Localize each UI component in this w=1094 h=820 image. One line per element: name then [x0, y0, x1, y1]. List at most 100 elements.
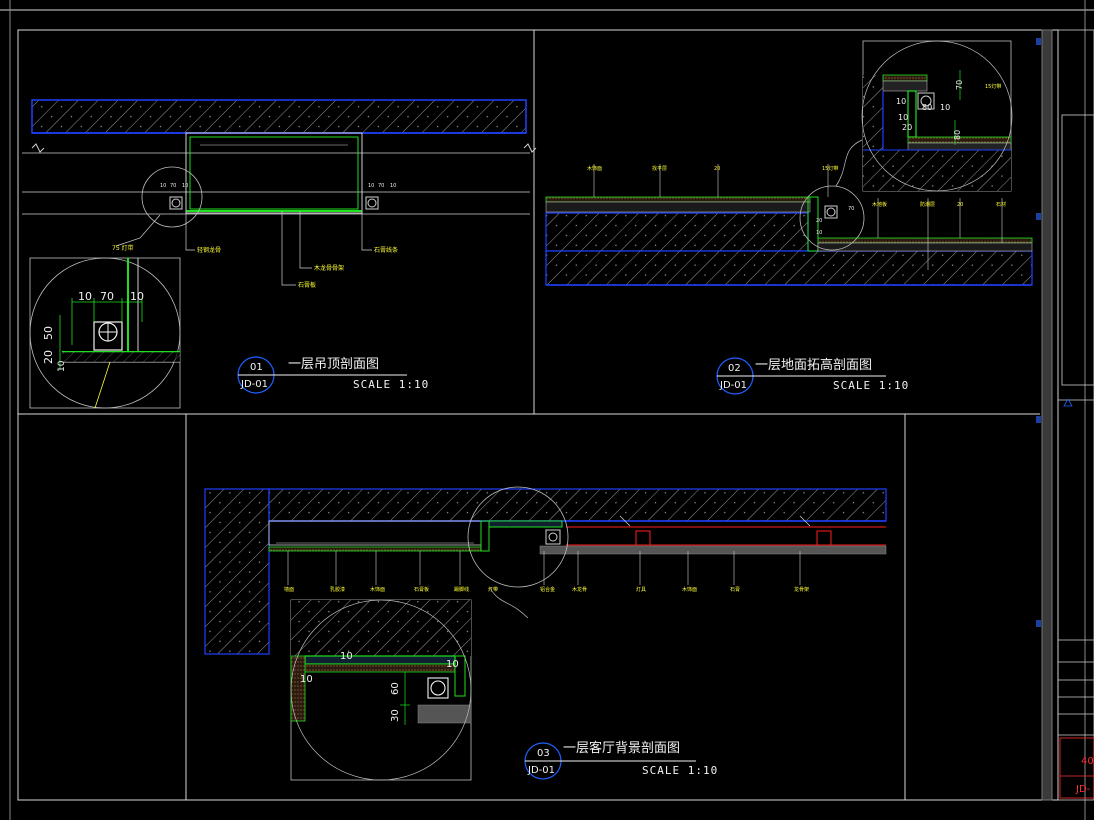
sheet-side-margin: [9, 0, 1086, 820]
svg-text:10: 10: [182, 183, 188, 189]
d1-leader-gypsum: 石膏板: [298, 281, 316, 289]
detail-02: 70 10 20 木饰面 找平层 20 15灯带 木地板 防潮层 20 石材: [545, 40, 1033, 395]
d1-recess-box: [185, 132, 363, 214]
svg-text:10: 10: [340, 651, 353, 662]
title-block-sheet-number: 40: [1081, 756, 1094, 767]
d2-detail-callout-circle: [799, 185, 865, 251]
d1-leader-gypsum-line: 石膏线条: [374, 246, 398, 254]
detail-03: 墙面 乳胶漆 木饰面 石膏板 踢脚线 灯带 铝合金 木龙骨 灯具 木饰面 石膏 …: [204, 486, 887, 781]
d3-detail-number: 03: [537, 748, 550, 759]
rail-markers: [1036, 38, 1041, 627]
d1-detail-number: 01: [250, 362, 263, 373]
svg-text:10: 10: [130, 290, 144, 303]
d2-detail-ref: JD-01: [719, 380, 747, 391]
d3-leader-aluminum: 铝合金: [540, 586, 555, 593]
svg-text:10: 10: [57, 360, 67, 372]
d3-concrete-slab: [268, 488, 887, 522]
d3-light-icon: [545, 529, 561, 545]
d2-title-bubble: 02 JD-01 一层地面拓高剖面图 SCALE 1:10: [716, 357, 909, 395]
svg-text:80: 80: [953, 130, 962, 140]
d2-leader-stone: 石材: [996, 201, 1006, 208]
svg-text:10: 10: [78, 290, 92, 303]
d3-zoom-light-icon: [427, 677, 449, 699]
d3-leader-veneer2: 木饰面: [682, 586, 697, 593]
d2-zoom-light-icon: [917, 92, 935, 110]
d2-leader-leveling: 找平层: [652, 165, 667, 172]
d1-detail-callout-circle: [141, 166, 203, 228]
svg-text:10: 10: [446, 659, 459, 670]
d2-zoom-view: 10 80 10 70 80 20 10 15灯带: [861, 40, 1013, 192]
svg-text:70: 70: [170, 183, 176, 189]
d1-zoom-view: 10 70 10 20 50 10: [29, 257, 181, 409]
sheet-frame: [0, 9, 1094, 801]
d3-leader-fixture: 灯具: [636, 586, 646, 593]
d1-detail-scale: SCALE 1:10: [353, 378, 429, 391]
svg-text:10: 10: [390, 183, 396, 189]
d2-leader-dim-20b: 20: [957, 202, 963, 208]
svg-text:10: 10: [896, 97, 906, 106]
detail-01: 10 70 10 10 70 10 75 灯带 轻钢龙骨 木龙骨骨架 石膏板 石…: [22, 99, 537, 409]
d2-light-icon: [824, 205, 838, 219]
svg-text:70: 70: [100, 290, 114, 303]
d3-detail-callout-circle: [467, 486, 569, 588]
d1-leader-wood-frame: 木龙骨骨架: [314, 264, 344, 272]
svg-text:20: 20: [816, 218, 822, 224]
d2-detail-number: 02: [728, 363, 741, 374]
d3-zoom-view: 10 10 60 30 10: [290, 599, 472, 781]
d1-leader-light-keel: 轻钢龙骨: [197, 246, 221, 254]
d1-light-right-icon: [365, 196, 379, 210]
title-block: [1057, 29, 1094, 801]
svg-text:10: 10: [368, 183, 374, 189]
d1-concrete-slab: [31, 99, 527, 134]
d2-leader-dim-20: 20: [714, 166, 720, 172]
svg-text:10: 10: [816, 230, 822, 236]
svg-text:30: 30: [390, 709, 401, 722]
d3-leader-gypsum: 石膏板: [414, 586, 429, 593]
d3-leader-latex: 乳胶漆: [330, 586, 345, 593]
title-block-drawing-ref: JD-: [1075, 784, 1091, 795]
d3-leader-veneer: 木饰面: [370, 586, 385, 593]
d3-detail-scale: SCALE 1:10: [642, 764, 718, 777]
d2-raised-slab: [545, 212, 809, 252]
d3-detail-ref: JD-01: [527, 765, 555, 776]
d3-leader-wall: 墙面: [284, 586, 294, 593]
svg-text:50: 50: [42, 326, 55, 340]
d1-light-left-icon: [169, 196, 183, 210]
title-block-rail: [1041, 29, 1053, 801]
d3-leader-frame: 龙骨架: [794, 586, 809, 593]
title-block-north-icon: [1063, 398, 1073, 407]
svg-text:70: 70: [378, 183, 384, 189]
d3-detail-title: 一层客厅背景剖面图: [563, 740, 680, 756]
d2-leader-light-strip: 15灯带: [822, 165, 838, 172]
d1-title-bubble: 01 JD-01 一层吊顶剖面图 SCALE 1:10: [237, 356, 429, 394]
svg-text:15灯带: 15灯带: [985, 83, 1001, 90]
d2-leader-moisture: 防潮层: [920, 201, 935, 208]
d3-leader-skirting: 踢脚线: [454, 586, 469, 593]
d2-detail-scale: SCALE 1:10: [833, 379, 909, 392]
d2-callout-leader: [835, 139, 863, 187]
d3-title-bubble: 03 JD-01 一层客厅背景剖面图 SCALE 1:10: [524, 740, 718, 780]
d3-leader-light: 灯带: [488, 586, 498, 593]
d2-detail-title: 一层地面拓高剖面图: [755, 357, 872, 373]
d2-lower-slab: [545, 250, 1033, 286]
d2-leader-wood-veneer: 木饰面: [587, 165, 602, 172]
svg-text:10: 10: [940, 103, 950, 112]
d3-leader-keel: 木龙骨: [572, 586, 587, 593]
svg-text:70: 70: [955, 80, 964, 90]
svg-text:60: 60: [390, 682, 401, 695]
svg-text:10: 10: [160, 183, 166, 189]
svg-text:20: 20: [42, 350, 55, 364]
svg-text:70: 70: [848, 206, 854, 212]
d1-leader-light-strip: 75 灯带: [112, 244, 134, 252]
svg-text:20: 20: [902, 123, 912, 132]
d3-concrete-wall: [204, 488, 270, 655]
d1-detail-title: 一层吊顶剖面图: [288, 357, 379, 372]
d3-leader-plaster: 石膏: [730, 586, 740, 593]
svg-text:80: 80: [922, 103, 932, 112]
d2-leader-wood-floor: 木地板: [872, 201, 887, 208]
svg-text:10: 10: [300, 674, 313, 685]
d3-led-strip: [566, 526, 886, 546]
svg-text:10: 10: [898, 113, 908, 122]
d1-detail-ref: JD-01: [240, 379, 268, 390]
